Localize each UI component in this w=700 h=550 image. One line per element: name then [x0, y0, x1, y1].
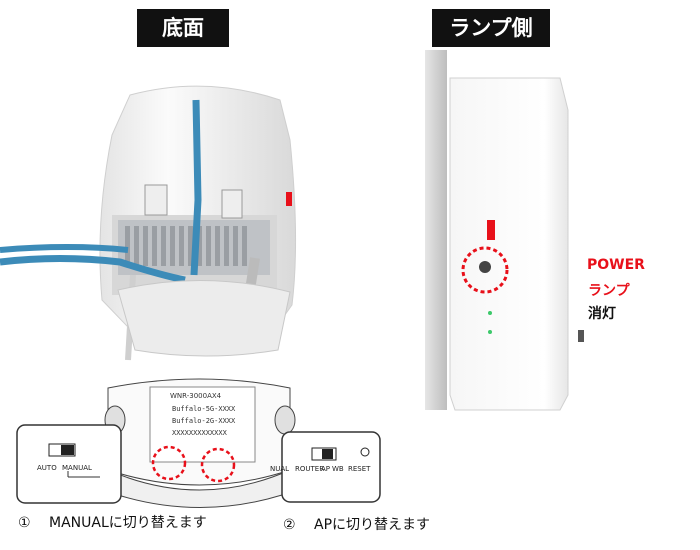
label-model: WNR-3000AX4: [170, 392, 222, 400]
step-1: ① MANUALに切り替えます: [18, 512, 207, 532]
reset-label: RESET: [348, 465, 371, 473]
lamp-annotation: ランプ: [588, 283, 630, 299]
nual-label: NUAL: [270, 465, 289, 473]
auto-label: AUTO: [37, 464, 57, 472]
wall: [425, 50, 447, 410]
manual-label: MANUAL: [62, 464, 92, 472]
power-lamp-highlight: [461, 246, 509, 294]
label-key: XXXXXXXXXXXXX: [172, 429, 228, 437]
label-ssid-24g: Buffalo-2G-XXXX: [172, 417, 236, 425]
off-annotation: 消灯: [588, 306, 616, 322]
step-1-number: ①: [18, 515, 31, 531]
step-2-text: APに切り替えます: [314, 517, 431, 533]
manual-switch-highlight: [151, 445, 187, 481]
step-2-number: ②: [283, 517, 296, 533]
label-ssid-5g: Buffalo-5G-XXXX: [172, 405, 236, 413]
ap-label: AP: [321, 465, 330, 473]
bottom-view-label: 底面: [137, 9, 229, 47]
zoom-manual-switch: [16, 424, 122, 504]
router-bottom-photo: [0, 85, 297, 361]
power-annotation: POWER: [587, 257, 645, 273]
ap-switch-highlight: [200, 447, 236, 483]
router-lamp-side-photo: [449, 77, 584, 411]
wb-label: WB: [332, 465, 344, 473]
router-label: ROUTER: [295, 465, 324, 473]
zoom-ap-switch: [281, 431, 381, 503]
bottom-label-diagram: [104, 378, 296, 508]
step-1-text: MANUALに切り替えます: [49, 515, 207, 531]
step-2: ② APに切り替えます: [283, 514, 430, 534]
lamp-side-label: ランプ側: [432, 9, 550, 47]
